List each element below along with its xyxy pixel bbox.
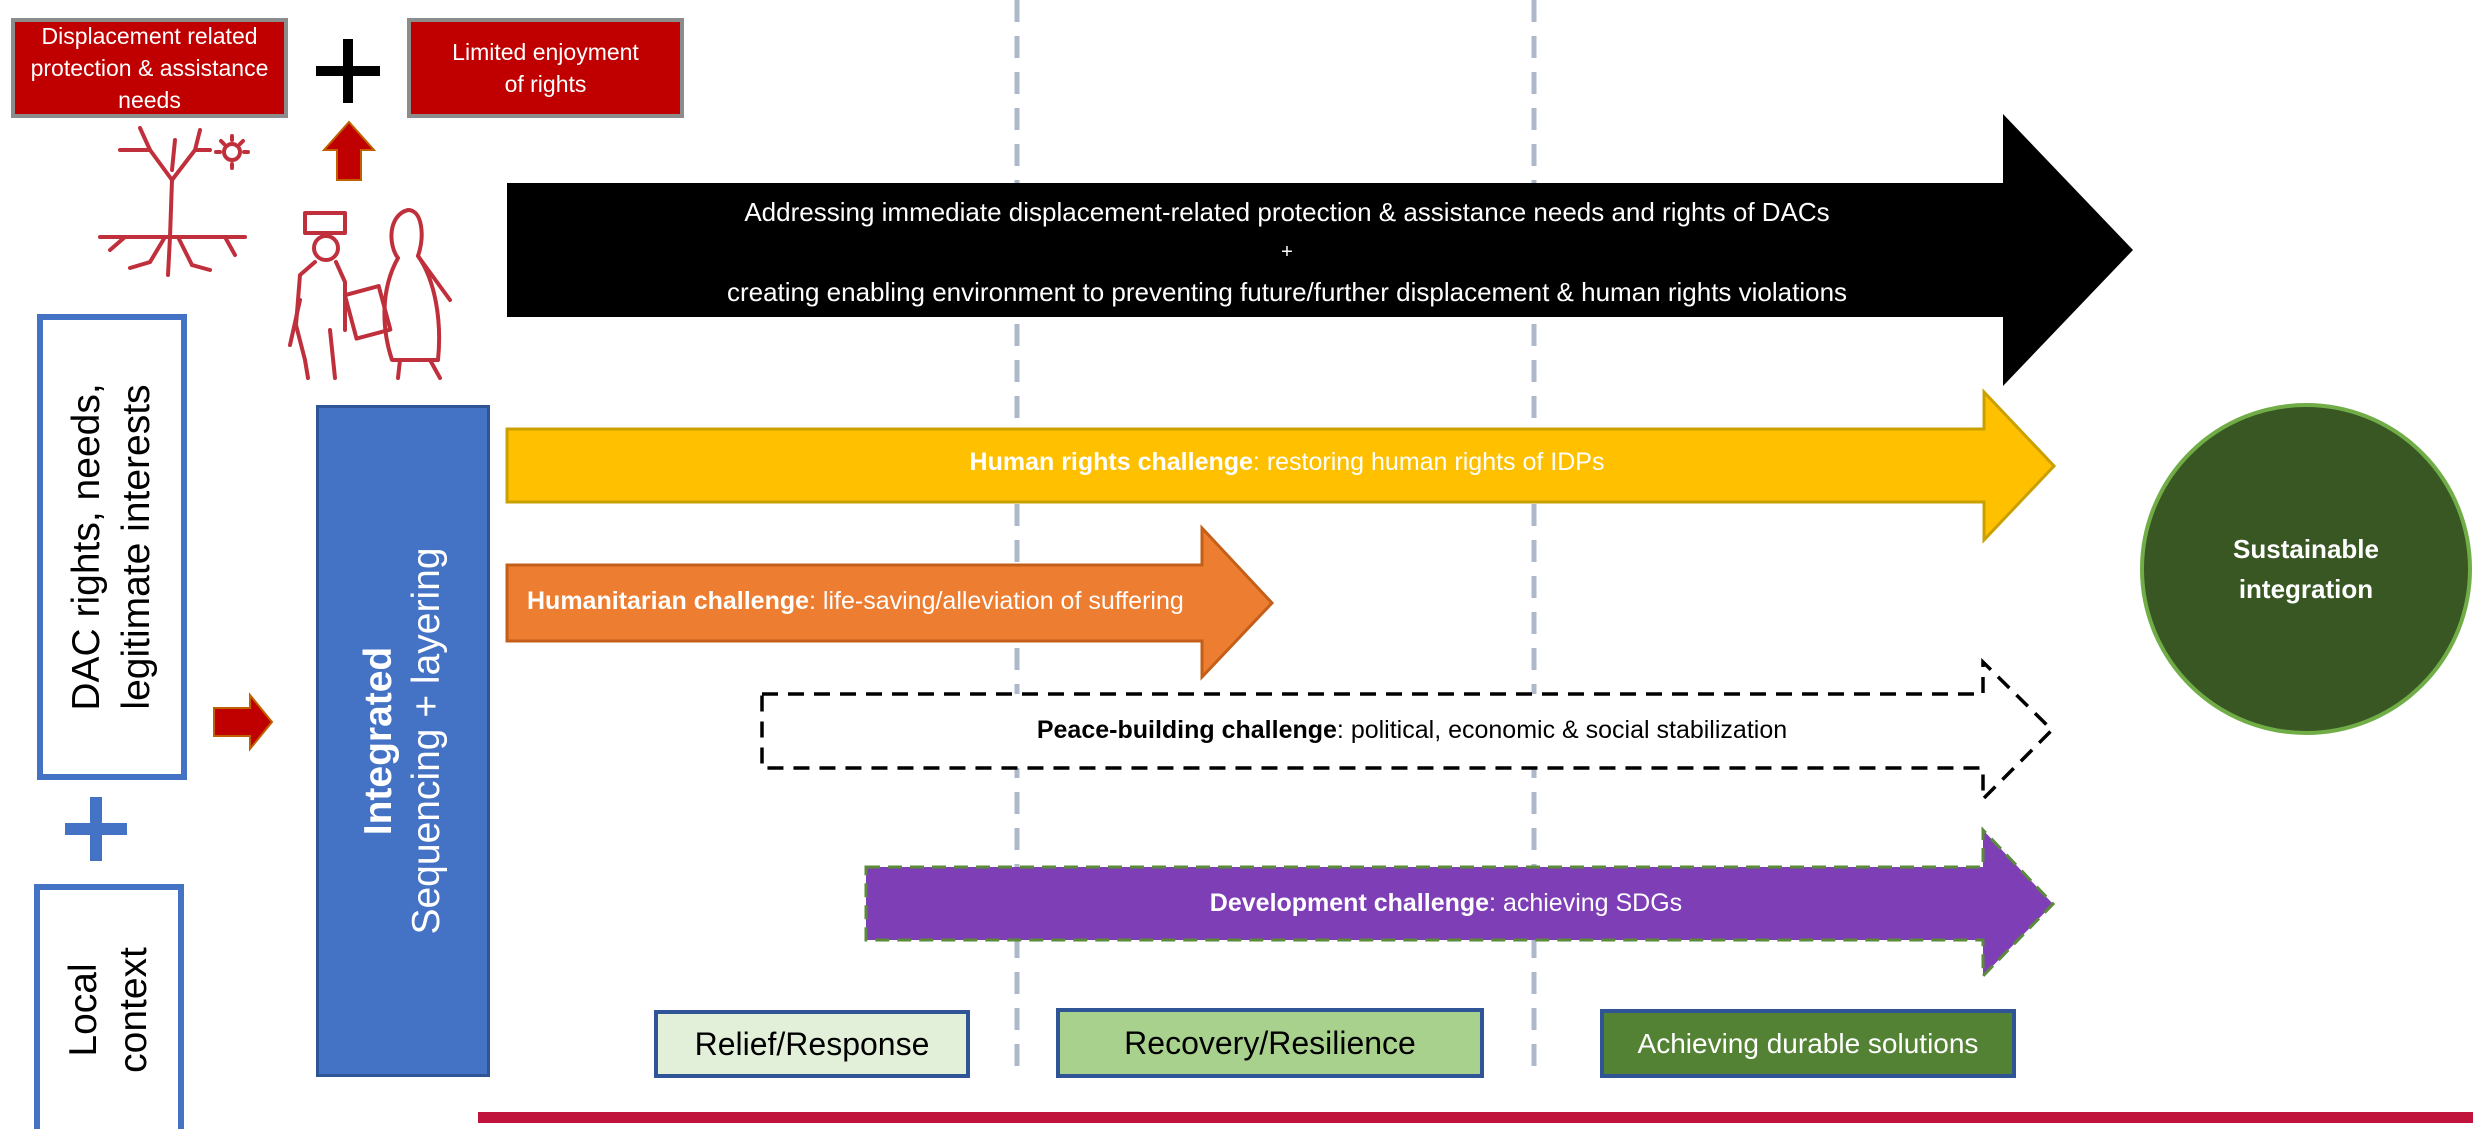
integrated-text: Integrated Sequencing + layering: [355, 421, 451, 1061]
peace-building-text: Peace-building challenge: political, eco…: [762, 716, 2062, 745]
development-arrow: [864, 826, 2056, 980]
sustainable-integration-label: Sustainable integration: [2233, 534, 2379, 604]
phase-relief-label: Relief/Response: [694, 1025, 930, 1062]
peace-building-desc: : political, economic & social stabiliza…: [1336, 716, 1788, 744]
integrated-subtitle: Sequencing + layering: [405, 547, 448, 935]
development-desc: : achieving SDGs: [1489, 889, 1683, 917]
development-title: Development challenge: [1209, 889, 1490, 917]
phase-recovery-label: Recovery/Resilience: [1124, 1024, 1416, 1061]
local-context-box: Local context: [34, 884, 184, 1129]
displaced-people-icon: [288, 208, 452, 380]
dac-rights-label: DAC rights, needs, legitimate interests: [65, 383, 158, 711]
limited-rights-box: Limited enjoyment of rights: [407, 18, 684, 118]
integrated-box: Integrated Sequencing + layering: [316, 405, 490, 1077]
phase-recovery-resilience: Recovery/Resilience: [1056, 1008, 1484, 1078]
limited-rights-label: Limited enjoyment of rights: [452, 39, 639, 97]
sustainable-integration-circle: [2140, 403, 2472, 735]
humanitarian-title: Humanitarian challenge: [527, 587, 810, 615]
up-arrow-icon: [321, 120, 377, 181]
humanitarian-arrow: [505, 524, 1275, 681]
integrated-title: Integrated: [357, 646, 400, 836]
black-arrow-plus: +: [1281, 241, 1293, 263]
dac-rights-box: DAC rights, needs, legitimate interests: [37, 314, 187, 780]
black-arrow: [507, 114, 2133, 386]
human-rights-text: Human rights challenge: restoring human …: [507, 448, 2067, 477]
right-arrow-icon: [213, 692, 274, 752]
black-arrow-line1: Addressing immediate displacement-relate…: [744, 197, 1830, 227]
local-context-label: Local context: [62, 946, 155, 1073]
black-arrow-text: Addressing immediate displacement-relate…: [507, 192, 2067, 312]
peace-building-arrow: [760, 657, 2055, 804]
human-rights-title: Human rights challenge: [969, 448, 1253, 476]
baseline-bar: [478, 1112, 2473, 1123]
black-arrow-line2: creating enabling environment to prevent…: [726, 277, 1848, 307]
plus-icon-black: [316, 39, 380, 103]
displacement-needs-box: Displacement related protection & assist…: [11, 18, 288, 118]
development-text: Development challenge: achieving SDGs: [866, 889, 2026, 918]
dead-tree-icon: [98, 126, 250, 277]
human-rights-desc: : restoring human rights of IDPs: [1252, 448, 1605, 476]
displacement-needs-label: Displacement related protection & assist…: [30, 23, 269, 113]
phase-durable-solutions: Achieving durable solutions: [1600, 1009, 2016, 1078]
plus-icon-blue: [65, 797, 127, 861]
peace-building-title: Peace-building challenge: [1036, 716, 1337, 744]
humanitarian-desc: : life-saving/alleviation of suffering: [809, 587, 1184, 615]
phase-durable-label: Achieving durable solutions: [1637, 1027, 1979, 1059]
human-rights-arrow: [505, 388, 2057, 544]
phase-relief-response: Relief/Response: [654, 1010, 970, 1078]
humanitarian-text: Humanitarian challenge: life-saving/alle…: [527, 587, 1184, 616]
